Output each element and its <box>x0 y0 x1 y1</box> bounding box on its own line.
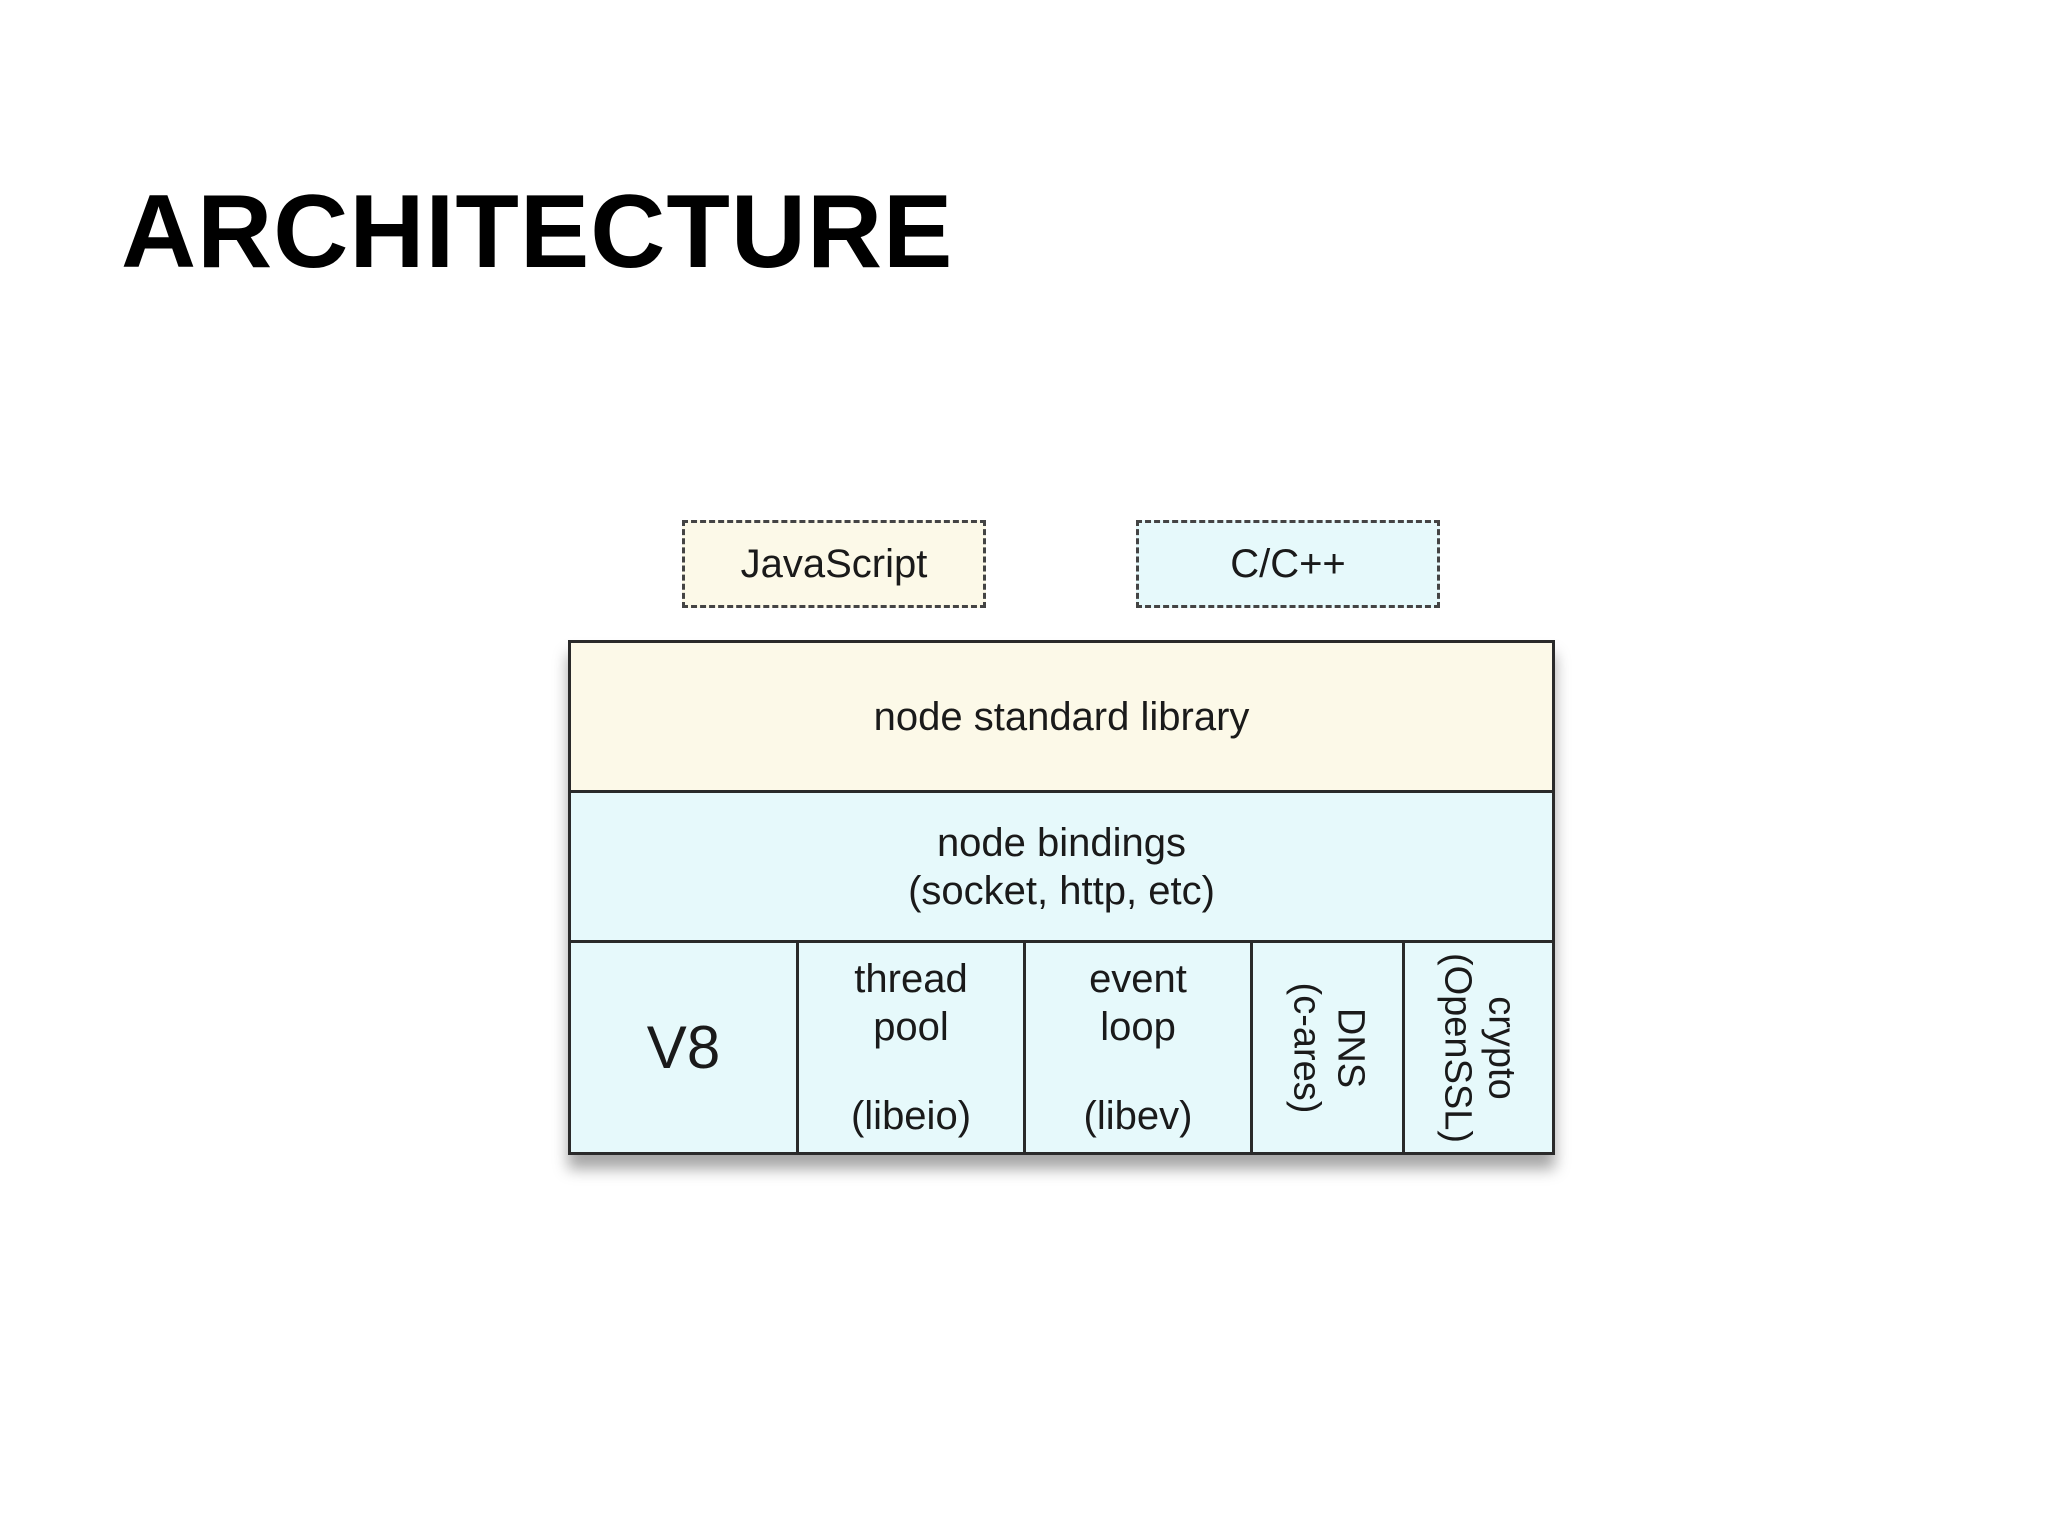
cell-event-loop: event loop (libev) <box>1026 943 1253 1152</box>
legend-javascript-label: JavaScript <box>740 541 928 586</box>
layer-node-standard-library: node standard library <box>571 643 1552 793</box>
layer-node-standard-library-label: node standard library <box>873 694 1250 739</box>
layer-dependencies: V8 thread pool (libeio) event loop (libe… <box>571 943 1552 1152</box>
legend-javascript: JavaScript <box>682 520 986 608</box>
architecture-stack: node standard library node bindings (soc… <box>568 640 1555 1155</box>
cell-dns-lib: (c-ares) <box>1285 982 1328 1113</box>
cell-event-loop-label-1: event <box>1089 957 1187 1001</box>
cell-event-loop-label-2: loop <box>1100 1005 1176 1049</box>
cell-thread-pool-label-2: pool <box>873 1005 949 1049</box>
cell-thread-pool-label-1: thread <box>854 957 968 1001</box>
layer-node-bindings: node bindings (socket, http, etc) <box>571 793 1552 943</box>
cell-dns-label: DNS <box>1329 1007 1372 1088</box>
cell-crypto-label: crypto <box>1480 995 1523 1100</box>
legend-c-cpp: C/C++ <box>1136 520 1440 608</box>
cell-thread-pool: thread pool (libeio) <box>799 943 1026 1152</box>
cell-crypto: crypto (OpenSSL) <box>1405 943 1552 1152</box>
cell-v8: V8 <box>571 943 799 1152</box>
layer-node-bindings-sublabel: (socket, http, etc) <box>908 868 1215 913</box>
cell-event-loop-lib: (libev) <box>1083 1094 1193 1138</box>
cell-crypto-lib: (OpenSSL) <box>1436 952 1479 1143</box>
slide-title: ARCHITECTURE <box>121 174 954 290</box>
layer-node-bindings-label: node bindings <box>936 820 1187 865</box>
cell-thread-pool-lib: (libeio) <box>850 1094 972 1138</box>
cell-dns: DNS (c-ares) <box>1253 943 1405 1152</box>
legend-c-cpp-label: C/C++ <box>1230 541 1346 586</box>
cell-v8-label: V8 <box>646 1013 721 1081</box>
